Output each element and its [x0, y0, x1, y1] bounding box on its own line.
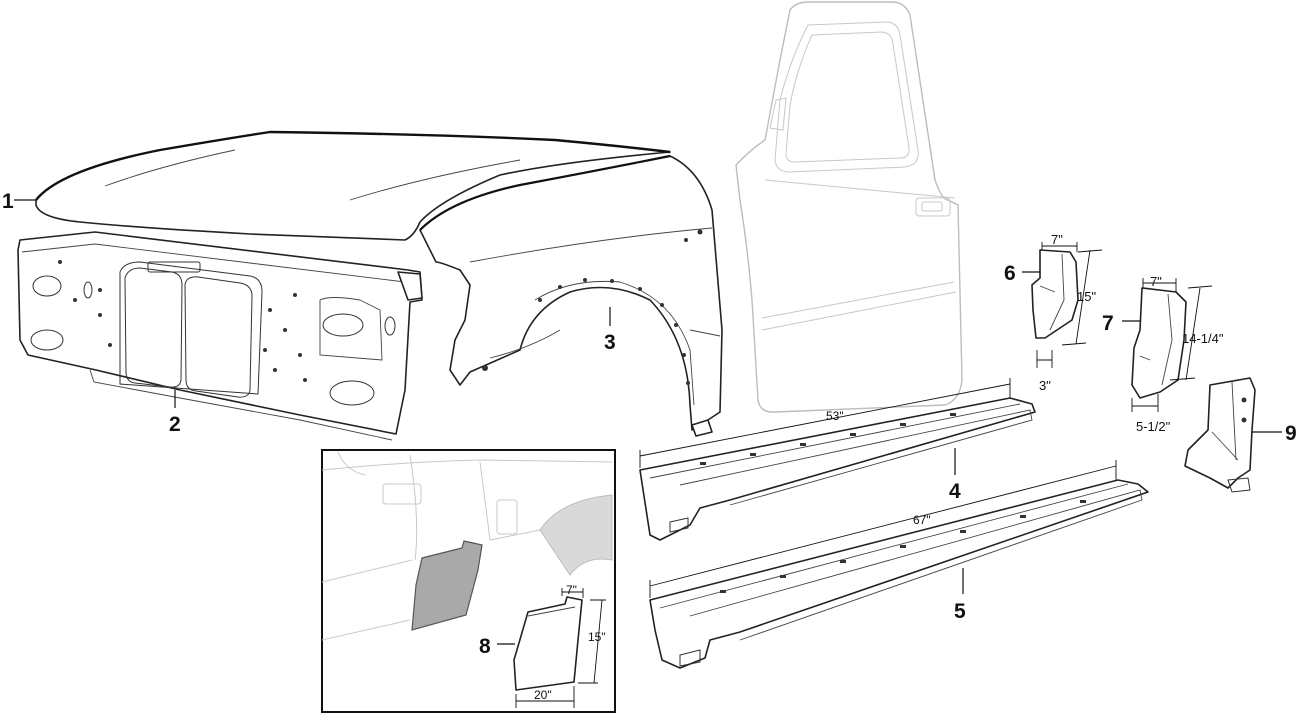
- cab-corner-large: [1131, 278, 1213, 412]
- hood: [35, 130, 671, 241]
- dim-cab-corner-width: 7": [1051, 232, 1063, 247]
- dim-rocker-short: 53": [826, 409, 844, 423]
- dim-cab-corner2-bottom: 5-1/2": [1136, 419, 1171, 434]
- callout-2: 2: [169, 413, 181, 436]
- dim-cab-corner2-width: 7": [1150, 274, 1162, 289]
- callout-3: 3: [604, 331, 616, 354]
- cab-corner-small: [1031, 242, 1103, 368]
- callout-7: 7: [1102, 312, 1114, 335]
- callout-1: 1: [2, 190, 14, 213]
- leader-lines: [14, 199, 1282, 594]
- callout-4: 4: [949, 480, 961, 503]
- ghost-door: [735, 1, 963, 413]
- dim-patch-bottom: 20": [534, 688, 552, 702]
- dim-cab-corner2-height: 14-1/4": [1182, 331, 1224, 346]
- dim-rocker-long: 67": [913, 513, 931, 527]
- fender-holes: [482, 229, 703, 385]
- rocker-long-holes: [720, 500, 1086, 593]
- highlighted-patch: [411, 540, 483, 631]
- rocker-panel-short: [639, 378, 1036, 541]
- dim-cab-corner-height: 15": [1077, 289, 1096, 304]
- dim-cab-corner-bottom: 3": [1039, 378, 1051, 393]
- rocker-panel-long: [649, 460, 1149, 669]
- radiator-support: [17, 231, 423, 441]
- callout-8: 8: [479, 635, 491, 658]
- dim-patch-width: 7": [566, 583, 577, 597]
- dim-patch-height: 15": [588, 630, 606, 644]
- callout-9: 9: [1285, 422, 1297, 445]
- rocker-short-holes: [700, 413, 956, 465]
- callout-5: 5: [954, 600, 966, 623]
- inner-brace: [1184, 377, 1256, 493]
- fender: [419, 154, 723, 437]
- radiator-support-holes: [58, 260, 307, 382]
- callout-6: 6: [1004, 262, 1016, 285]
- inset-detail: [321, 449, 616, 713]
